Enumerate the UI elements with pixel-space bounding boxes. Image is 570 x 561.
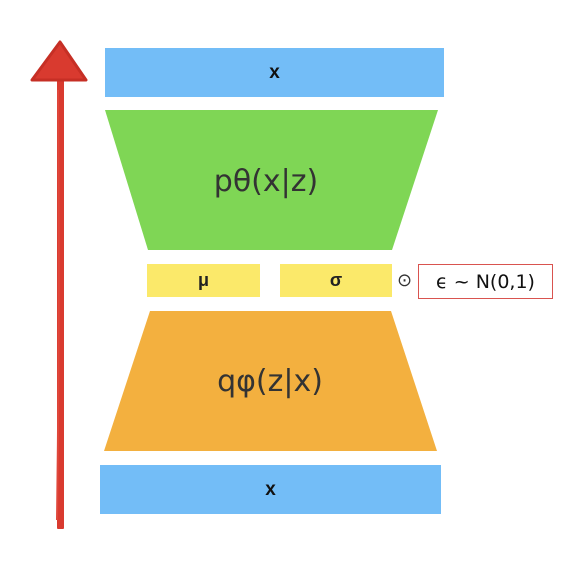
mu-box: μ — [147, 264, 260, 297]
encoder-block: qφ(z|x) — [104, 311, 437, 451]
noise-label: ϵ ~ N(0,1) — [436, 270, 535, 293]
bottom-input-label: x — [265, 478, 276, 500]
elementwise-product-icon: ⊙ — [397, 270, 413, 291]
decoder-block: pθ(x|z) — [105, 110, 438, 250]
mu-label: μ — [197, 270, 209, 290]
top-input-label: x — [269, 61, 280, 83]
upward-arrow-icon — [30, 40, 88, 529]
top-input-box: x — [105, 48, 444, 97]
bottom-input-box: x — [100, 465, 441, 514]
noise-box: ϵ ~ N(0,1) — [418, 264, 553, 299]
sigma-label: σ — [329, 270, 343, 290]
decoder-label: pθ(x|z) — [214, 164, 318, 199]
encoder-label: qφ(z|x) — [217, 364, 323, 399]
sigma-box: σ — [280, 264, 392, 297]
